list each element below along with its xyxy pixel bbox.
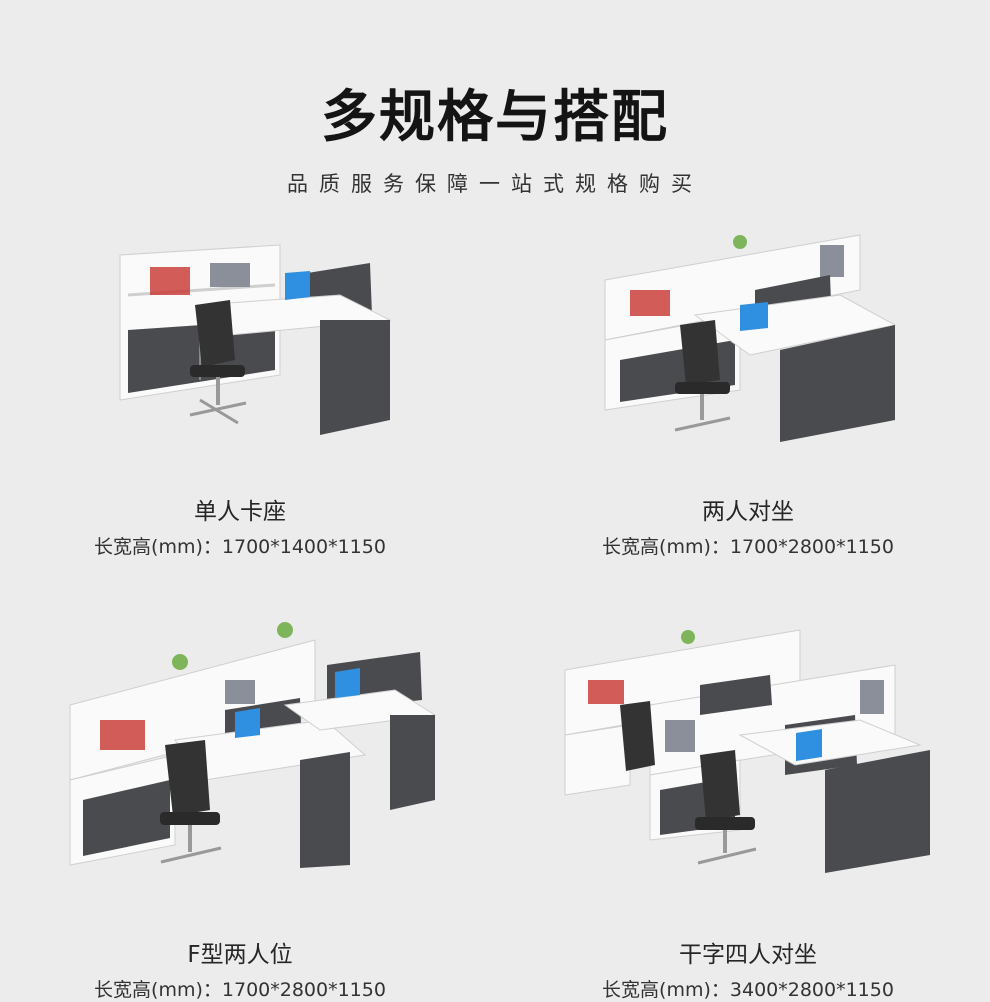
product-four-person: 干字四人对坐 长宽高(mm)：3400*2800*1150 [528, 935, 968, 1002]
product-name: 单人卡座 [194, 499, 286, 525]
product-spec: 长宽高(mm)：1700*2800*1150 [602, 536, 894, 558]
product-name: 两人对坐 [702, 499, 794, 525]
product-image-f-type [69, 622, 437, 868]
product-image-two-person [604, 234, 897, 442]
product-f-type: F型两人位 长宽高(mm)：1700*2800*1150 [20, 935, 460, 1002]
product-spec: 长宽高(mm)：3400*2800*1150 [602, 979, 894, 1001]
product-image-four-person [564, 629, 930, 873]
product-image-single-workstation [119, 244, 392, 435]
page-subtitle: 品质服务保障一站式规格购买 [287, 172, 703, 196]
product-name: F型两人位 [187, 942, 293, 968]
product-spec: 长宽高(mm)：1700*2800*1150 [94, 979, 386, 1001]
product-spec: 长宽高(mm)：1700*1400*1150 [94, 536, 386, 558]
page-title: 多规格与搭配 [321, 85, 669, 150]
product-single-workstation: 单人卡座 长宽高(mm)：1700*1400*1150 [20, 492, 460, 559]
product-two-person: 两人对坐 长宽高(mm)：1700*2800*1150 [528, 492, 968, 559]
product-name: 干字四人对坐 [679, 942, 817, 968]
